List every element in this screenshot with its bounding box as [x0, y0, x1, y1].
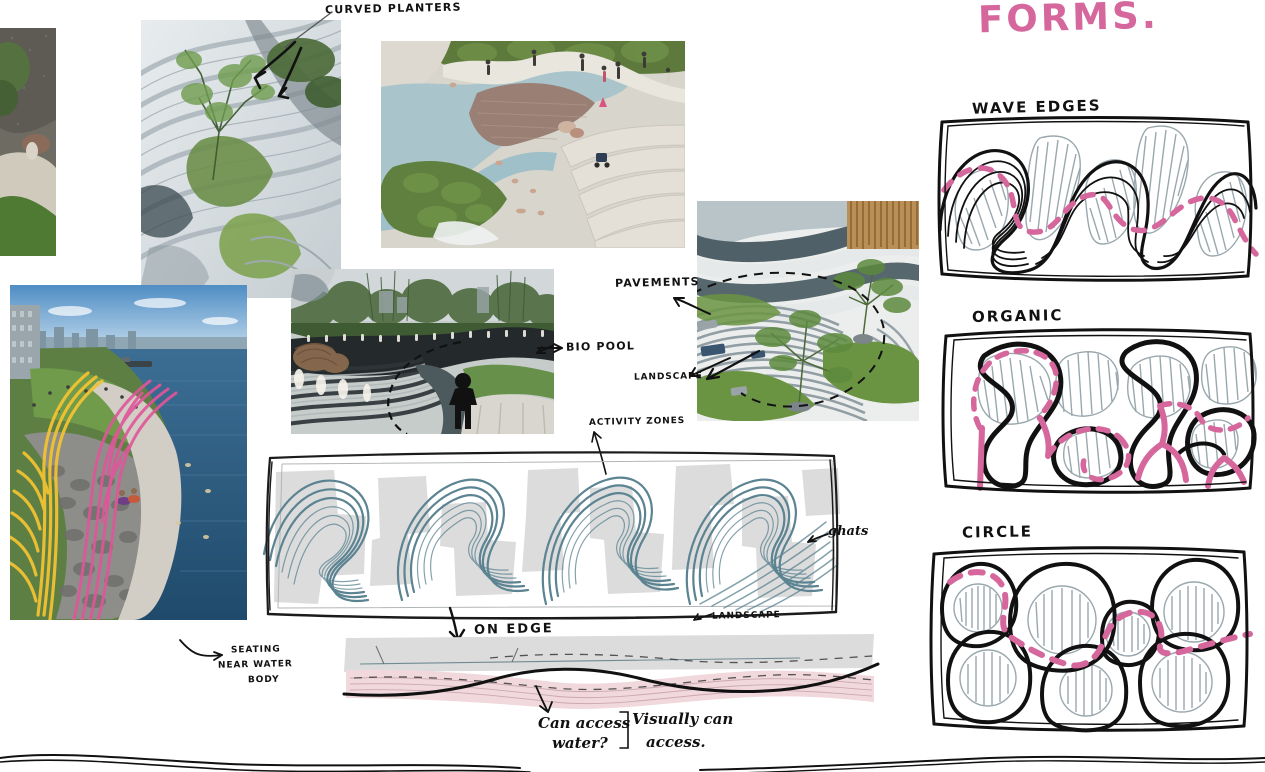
annotation-activity-zones: ACTIVITY ZONES — [588, 415, 686, 429]
page-title-forms: FORMS. — [977, 0, 1160, 42]
form-panel-organic — [938, 322, 1260, 494]
arrow-seating — [179, 639, 223, 661]
photo-striped-plaza — [697, 201, 919, 421]
leader-curved-planters — [283, 11, 333, 49]
arrow-section-to-question — [535, 685, 553, 713]
annotation-ghats: ghats — [828, 524, 869, 539]
organic-panel-frame — [941, 328, 1255, 494]
photo-pool-terraces — [381, 41, 685, 248]
arrow-landscape-right — [689, 357, 731, 377]
form-panel-wave-edges — [934, 112, 1259, 284]
organic-pink-dashed — [970, 348, 1251, 483]
arrow-landscape-plan — [693, 613, 713, 621]
plan-frame — [265, 451, 839, 620]
section-grey-band — [344, 634, 874, 672]
photo-waterfront-promenade — [10, 285, 247, 620]
note-can-access-water-line2: water? — [552, 734, 608, 752]
annotation-landscape-plan: LANDSCAPE — [711, 610, 781, 622]
note-can-access-water-line1: Can access — [538, 714, 631, 732]
sketch-dashed-route-biopool — [387, 340, 462, 434]
wave-panel-frame — [937, 116, 1253, 282]
arrow-biopool — [537, 343, 563, 353]
photo-people — [449, 49, 671, 216]
photo-tree-upper — [833, 259, 911, 344]
plan-swirl-ribbons — [262, 476, 837, 613]
overdrawn-pink-route — [72, 379, 178, 620]
photo-aerial-curved-planters — [141, 20, 341, 298]
section-on-edge — [340, 632, 880, 709]
annotation-curved-planters: CURVED PLANTERS — [324, 0, 462, 17]
annotation-seating-line3: BODY — [247, 674, 280, 686]
organic-black-loops — [977, 339, 1257, 489]
photo-tree-lower — [755, 310, 853, 412]
photo-biopool-water-garden — [291, 269, 554, 434]
note-visually-can-access-line2: access. — [646, 733, 706, 751]
form-panel-circle — [926, 538, 1254, 733]
bottom-divider-line — [0, 754, 1265, 772]
arrow-ghats — [807, 533, 829, 543]
wave-black-ribbons — [938, 149, 1258, 275]
sketch-arrow-on-planter-photo — [253, 40, 303, 100]
sketch-dashed-loop — [697, 271, 886, 408]
plan-activity-zones — [260, 444, 845, 628]
arrow-pavements — [673, 297, 711, 315]
circle-black-outlines — [939, 557, 1241, 733]
section-ground-line — [342, 662, 880, 697]
circle-panel-frame — [929, 546, 1249, 732]
annotation-biopool: BIO POOL — [565, 339, 636, 354]
annotation-pavements: PAVEMENTS — [614, 275, 700, 290]
overdrawn-yellow-route — [10, 371, 104, 620]
wave-pink-route — [941, 165, 1259, 257]
brace-between-notes — [619, 711, 629, 749]
circle-pink-route — [947, 569, 1253, 669]
sketch-person-silhouette — [449, 373, 477, 429]
annotation-seating-line1: SEATING — [230, 644, 281, 656]
note-visually-can-access-line1: Visually can — [632, 710, 734, 728]
photo-aerial-gravel-lawn — [0, 28, 56, 256]
